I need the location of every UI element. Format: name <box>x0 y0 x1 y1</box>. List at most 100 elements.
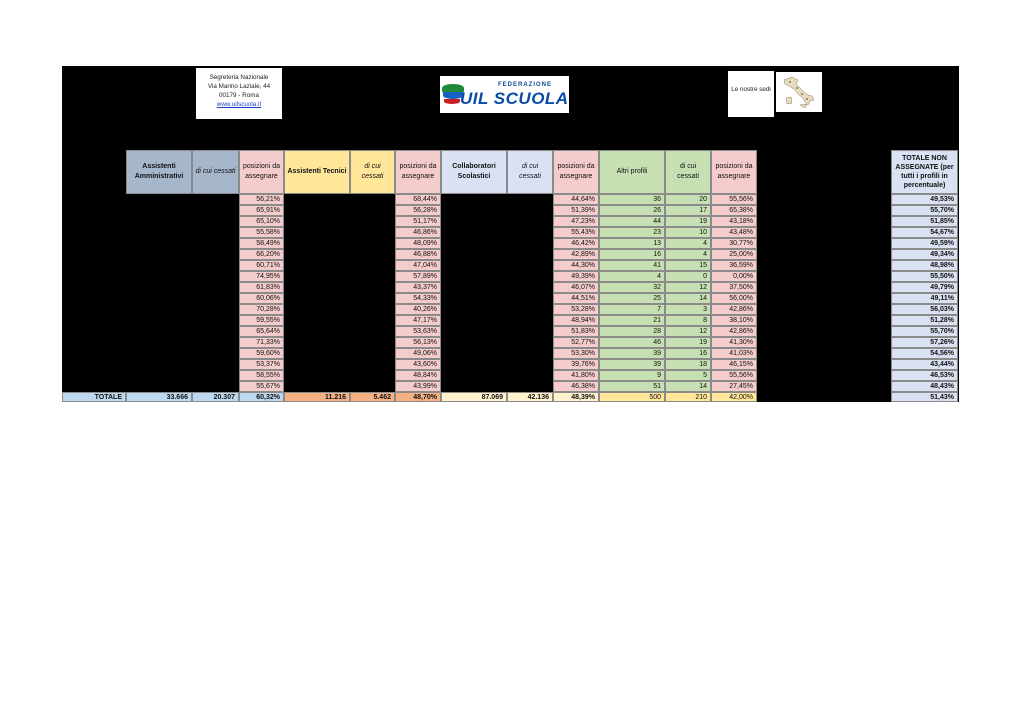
cell-altri-profili: 16 <box>599 249 665 260</box>
cell-totale-percentuale: 51,28% <box>891 315 958 326</box>
cell-posizioni-col: 42,89% <box>553 249 599 260</box>
cell-posizioni-col: 48,94% <box>553 315 599 326</box>
logo-main-text: UIL SCUOLA RUA <box>460 89 569 108</box>
header-totale-non-assegnate: TOTALE NON ASSEGNATE (per tutti i profil… <box>891 150 958 194</box>
cell-cessati-altri: 15 <box>665 260 711 271</box>
cell-totale-percentuale: 51,85% <box>891 216 958 227</box>
cell-posizioni-amm: 55,67% <box>239 381 284 392</box>
cell-altri-profili: 51 <box>599 381 665 392</box>
cell-totale-percentuale: 49,53% <box>891 194 958 205</box>
cell-altri-profili: 36 <box>599 194 665 205</box>
logo-federazione-text: FEDERAZIONE <box>498 82 553 88</box>
website-link[interactable]: www.uilscuola.it <box>216 101 262 108</box>
cell-posizioni-altri: 0,00% <box>711 271 757 282</box>
cell-posizioni-tec: 56,13% <box>395 337 441 348</box>
cell-posizioni-amm: 59,55% <box>239 315 284 326</box>
cell-altri-profili: 25 <box>599 293 665 304</box>
cell-posizioni-amm: 59,60% <box>239 348 284 359</box>
cell-posizioni-altri: 41,30% <box>711 337 757 348</box>
cell-posizioni-tec: 68,44% <box>395 194 441 205</box>
cell-posizioni-col: 44,51% <box>553 293 599 304</box>
cell-posizioni-tec: 46,86% <box>395 227 441 238</box>
cell-posizioni-tec: 57,89% <box>395 271 441 282</box>
italy-map-icon[interactable] <box>776 72 822 112</box>
cell-cessati-altri: 4 <box>665 249 711 260</box>
header-cessati-altri: di cui cessati <box>665 150 711 194</box>
cell-altri-profili: 41 <box>599 260 665 271</box>
cell-posizioni-amm: 55,58% <box>239 227 284 238</box>
uil-scuola-logo: FEDERAZIONE UIL SCUOLA RUA <box>440 76 569 113</box>
totale-col-cessati: 42.136 <box>507 392 553 402</box>
header-cessati-tec: di cui cessati <box>350 150 395 194</box>
address-line-1: Segreteria Nazionale <box>209 74 269 81</box>
cell-posizioni-tec: 48,84% <box>395 370 441 381</box>
cell-cessati-altri: 14 <box>665 381 711 392</box>
cell-posizioni-altri: 46,15% <box>711 359 757 370</box>
cell-altri-profili: 4 <box>599 271 665 282</box>
cell-posizioni-altri: 56,00% <box>711 293 757 304</box>
address-box: Segreteria Nazionale Via Marino Laziale,… <box>196 68 282 119</box>
cell-posizioni-altri: 42,86% <box>711 326 757 337</box>
cell-posizioni-altri: 30,77% <box>711 238 757 249</box>
cell-totale-percentuale: 49,79% <box>891 282 958 293</box>
cell-altri-profili: 26 <box>599 205 665 216</box>
cell-totale-percentuale: 49,59% <box>891 238 958 249</box>
cell-posizioni-amm: 71,33% <box>239 337 284 348</box>
cell-totale-percentuale: 54,67% <box>891 227 958 238</box>
cell-posizioni-altri: 55,56% <box>711 194 757 205</box>
cell-cessati-altri: 0 <box>665 271 711 282</box>
cell-posizioni-altri: 27,45% <box>711 381 757 392</box>
totale-altri: 500 <box>599 392 665 402</box>
cell-posizioni-tec: 54,33% <box>395 293 441 304</box>
totale-tec-cessati: 5.462 <box>350 392 395 402</box>
cell-posizioni-tec: 48,09% <box>395 238 441 249</box>
cell-totale-percentuale: 55,70% <box>891 326 958 337</box>
header-cessati-amm: di cui cessati <box>192 150 239 194</box>
cell-posizioni-tec: 51,17% <box>395 216 441 227</box>
totale-label: TOTALE <box>62 392 126 402</box>
cell-posizioni-tec: 56,28% <box>395 205 441 216</box>
address-line-3: 00179 - Roma <box>219 92 259 99</box>
cell-altri-profili: 28 <box>599 326 665 337</box>
cell-posizioni-tec: 46,88% <box>395 249 441 260</box>
cell-altri-profili: 13 <box>599 238 665 249</box>
cell-totale-percentuale: 49,34% <box>891 249 958 260</box>
cell-posizioni-altri: 37,50% <box>711 282 757 293</box>
cell-cessati-altri: 17 <box>665 205 711 216</box>
cell-posizioni-amm: 60,71% <box>239 260 284 271</box>
cell-posizioni-col: 39,76% <box>553 359 599 370</box>
cell-posizioni-amm: 53,37% <box>239 359 284 370</box>
cell-posizioni-col: 47,23% <box>553 216 599 227</box>
cell-posizioni-altri: 41,03% <box>711 348 757 359</box>
header-posizioni-amm: posizioni da assegnare <box>239 150 284 194</box>
cell-posizioni-tec: 40,26% <box>395 304 441 315</box>
cell-posizioni-amm: 56,21% <box>239 194 284 205</box>
cell-posizioni-amm: 65,91% <box>239 205 284 216</box>
cell-posizioni-tec: 53,63% <box>395 326 441 337</box>
totale-tec: 11.216 <box>284 392 350 402</box>
cell-posizioni-col: 44,30% <box>553 260 599 271</box>
header-posizioni-col: posizioni da assegnare <box>553 150 599 194</box>
cell-altri-profili: 39 <box>599 359 665 370</box>
totale-altri-cessati: 210 <box>665 392 711 402</box>
cell-altri-profili: 9 <box>599 370 665 381</box>
header-posizioni-tec: posizioni da assegnare <box>395 150 441 194</box>
cell-posizioni-amm: 70,28% <box>239 304 284 315</box>
cell-totale-percentuale: 55,70% <box>891 205 958 216</box>
cell-cessati-altri: 18 <box>665 359 711 370</box>
header-assistenti-tecnici: Assistenti Tecnici <box>284 150 350 194</box>
cell-posizioni-altri: 43,48% <box>711 227 757 238</box>
cell-totale-percentuale: 55,50% <box>891 271 958 282</box>
cell-posizioni-col: 51,83% <box>553 326 599 337</box>
cell-posizioni-col: 46,42% <box>553 238 599 249</box>
cell-altri-profili: 39 <box>599 348 665 359</box>
cell-cessati-altri: 19 <box>665 216 711 227</box>
cell-posizioni-amm: 60,06% <box>239 293 284 304</box>
cell-totale-percentuale: 46,53% <box>891 370 958 381</box>
cell-posizioni-amm: 65,10% <box>239 216 284 227</box>
cell-posizioni-tec: 43,37% <box>395 282 441 293</box>
cell-posizioni-tec: 43,60% <box>395 359 441 370</box>
cell-posizioni-altri: 43,18% <box>711 216 757 227</box>
header-altri-profili: Altri profili <box>599 150 665 194</box>
totale-col: 87.069 <box>441 392 507 402</box>
